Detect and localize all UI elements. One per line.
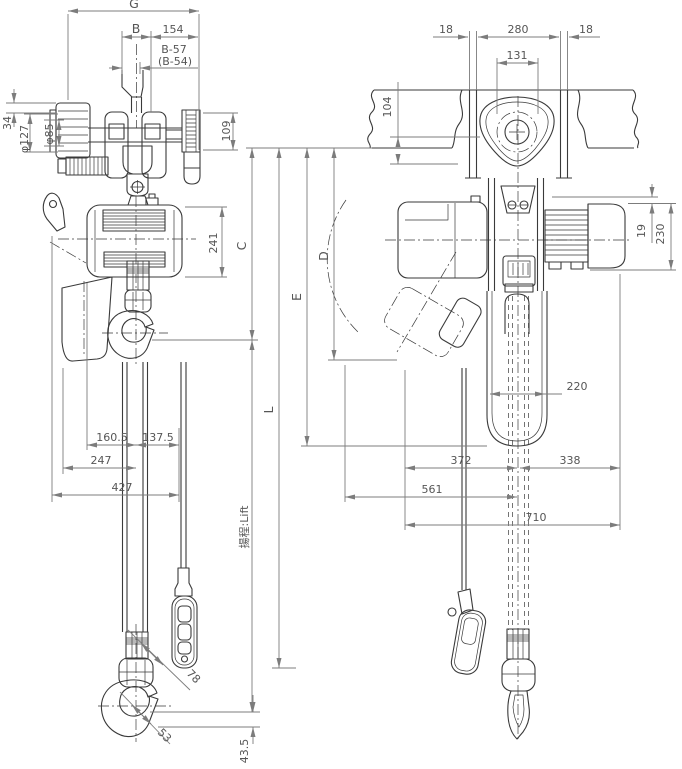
dim-label-l: L [261,406,276,413]
dim-label-137-5: 137.5 [142,431,174,444]
trolley-end-view [49,44,201,197]
trolley-wheel-assembly [465,90,572,179]
lift-annotation: 揚程:Lift [238,505,251,549]
dim-label-241: 241 [207,233,220,254]
hook-raised [102,260,168,359]
dim-label-g: G [129,0,139,11]
pendant-front [171,362,198,669]
dim-label-e: E [289,293,304,301]
dim-label-131: 131 [507,49,528,62]
dim-label-109: 109 [220,121,233,142]
dim-label-53: 53 [155,726,174,745]
motor [544,203,626,270]
dim-label-247: 247 [91,454,112,467]
hoist-body-left [42,192,196,366]
dim-label-18-right: 18 [579,23,593,36]
chain-bucket [486,291,548,447]
dim-label-372: 372 [451,454,472,467]
dim-label-d: D [316,251,331,261]
chain-container-left [61,276,113,362]
hook-lowered-right [501,628,536,740]
dim-label-b54: (B-54) [158,55,192,68]
pendant-side [447,368,487,675]
dim-label-230: 230 [654,224,667,245]
dim-label-280: 280 [508,23,529,36]
left-view [42,44,201,742]
dim-label-710: 710 [526,511,547,524]
dim-label-dia127: φ127 [18,125,31,153]
i-beam [367,89,640,149]
dim-label-104: 104 [381,97,394,118]
load-chain-right [508,296,529,630]
dim-label-427: 427 [112,481,133,494]
dim-label-dia85: φ85 [43,123,56,144]
dim-label-b57: B-57 [161,43,187,56]
dim-label-c: C [234,241,249,250]
dim-label-78: 78 [184,667,203,686]
dim-label-43-5: 43.5 [238,739,251,764]
dim-label-34: 34 [1,116,14,130]
dimension-lines [6,8,676,745]
dim-label-160-5: 160.5 [96,431,128,444]
hook-lowered-left [98,624,172,742]
dim-label-18-left: 18 [439,23,453,36]
load-chain-left [121,362,149,632]
suspension-clevis [500,185,536,214]
dim-label-19: 19 [635,224,648,238]
dim-label-b: B [132,21,141,36]
hoist-body-right [326,96,632,742]
dim-label-561: 561 [422,483,443,496]
right-view [326,89,640,742]
dim-label-220: 220 [567,380,588,393]
dim-label-154: 154 [163,23,184,36]
chain-guide-block [502,255,536,293]
dim-label-338: 338 [560,454,581,467]
